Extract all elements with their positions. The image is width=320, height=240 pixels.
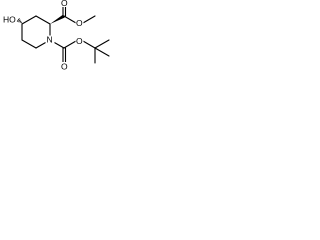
boc-ether-oxygen-label: O (76, 36, 83, 46)
ring-bond-c6-c5 (21, 39, 37, 49)
structure-drawing: HO O O N O O (3, 0, 110, 71)
ester-ether-oxygen-label: O (76, 18, 83, 28)
ester-c-o-bond (63, 15, 77, 24)
hydroxyl-label: HO (3, 14, 16, 24)
ester-o-methyl-bond (82, 15, 96, 24)
tbu-methyl-bond-1 (94, 39, 110, 49)
boc-carbonyl-oxygen-label: O (61, 61, 68, 71)
boc-c-o-bond (63, 40, 77, 49)
ester-carbonyl-oxygen-label: O (61, 0, 68, 8)
solid-wedge-bond-ester (50, 14, 65, 24)
boc-o-cq-bond (82, 40, 96, 49)
ring-bond-c4-c3 (21, 15, 37, 25)
ring-nitrogen-label: N (47, 34, 53, 44)
tbu-methyl-bond-2 (94, 47, 110, 57)
ring-bond-c3-c2 (35, 15, 51, 25)
hashed-wedge-bond-oh (16, 18, 23, 24)
